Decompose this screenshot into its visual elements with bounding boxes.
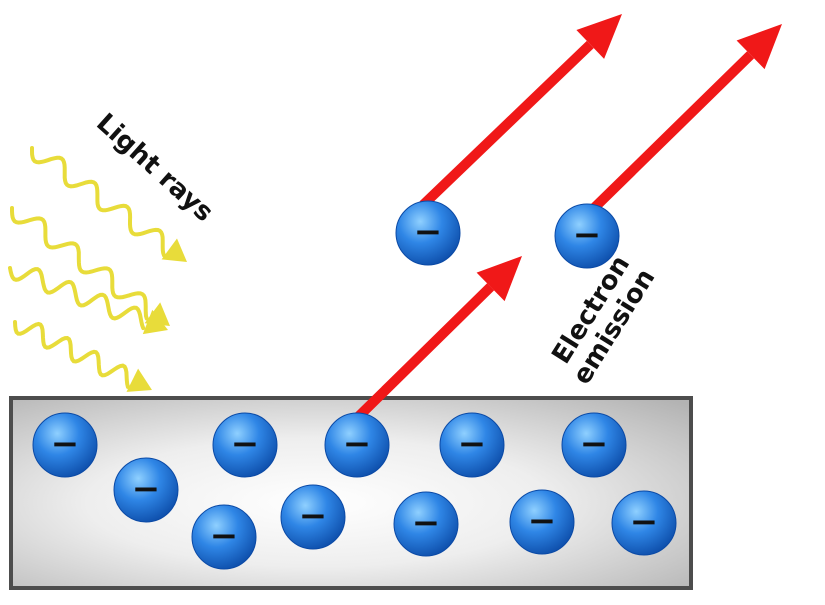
emission-arrowhead-3 [476, 256, 522, 302]
electron-emitted-2: − [554, 203, 620, 269]
negative-sign: − [210, 516, 239, 556]
electrons: −−−−−−−−−−−−− [32, 200, 677, 570]
light-ray-1 [30, 146, 166, 258]
electron-body [395, 200, 461, 266]
electron-body [554, 203, 620, 269]
electron-metal-4: − [324, 412, 390, 478]
electron-body [439, 412, 505, 478]
electron-metal-2: − [113, 457, 179, 523]
electron-body [509, 489, 575, 555]
electron-metal-5: − [439, 412, 505, 478]
negative-sign: − [299, 496, 328, 536]
electron-metal-6: − [561, 412, 627, 478]
electron-body [561, 412, 627, 478]
negative-sign: − [458, 424, 487, 464]
negative-sign: − [51, 424, 80, 464]
light-ray-3 [8, 266, 146, 331]
electron-body [324, 412, 390, 478]
electron-metal-9: − [393, 491, 459, 557]
emission-arrow-shaft-2 [586, 51, 755, 216]
emission-arrows [353, 14, 782, 422]
electron-body [611, 490, 677, 556]
electron-body [32, 412, 98, 478]
emission-arrowhead-1 [576, 14, 622, 59]
negative-sign: − [528, 501, 557, 541]
light-rays [8, 146, 187, 392]
electron-metal-8: − [280, 484, 346, 550]
emission-arrow-shaft-3 [353, 283, 495, 422]
negative-sign: − [580, 424, 609, 464]
negative-sign: − [414, 212, 443, 252]
electron-metal-7: − [191, 504, 257, 570]
electron-body [191, 504, 257, 570]
electron-metal-3: − [212, 412, 278, 478]
light-ray-4 [13, 320, 130, 389]
light-ray-arrowhead-3 [142, 309, 168, 335]
emission-arrowhead-2 [736, 24, 782, 70]
negative-sign: − [412, 503, 441, 543]
electron-metal-11: − [611, 490, 677, 556]
negative-sign: − [630, 502, 659, 542]
light-ray-2 [10, 206, 149, 321]
electron-body [393, 491, 459, 557]
light-ray-arrowhead-1 [161, 238, 187, 262]
electron-metal-1: − [32, 412, 98, 478]
negative-sign: − [132, 469, 161, 509]
electron-metal-10: − [509, 489, 575, 555]
electron-body [280, 484, 346, 550]
negative-sign: − [343, 424, 372, 464]
emission-arrow-shaft-1 [419, 40, 594, 209]
electron-body [113, 457, 179, 523]
electron-body [212, 412, 278, 478]
light-ray-arrowhead-4 [126, 368, 152, 392]
negative-sign: − [231, 424, 260, 464]
electron-emitted-1: − [395, 200, 461, 266]
negative-sign: − [573, 215, 602, 255]
